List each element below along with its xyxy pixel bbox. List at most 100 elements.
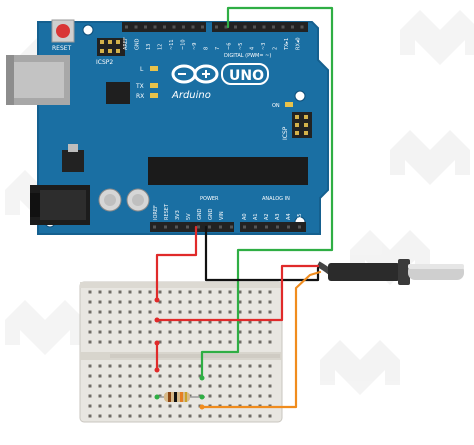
pin-label: 3V3: [175, 210, 181, 220]
pin-label: ~6: [227, 43, 233, 50]
breadboard-hole: [148, 330, 152, 334]
breadboard-hole: [238, 310, 242, 314]
header-pin: [298, 225, 301, 229]
breadboard-hole: [148, 300, 152, 304]
breadboard-hole: [98, 290, 102, 294]
breadboard-hole: [208, 330, 212, 334]
pin-label: RX◂0: [296, 37, 302, 50]
breadboard-hole: [218, 384, 222, 388]
breadboard-hole: [248, 290, 252, 294]
l-label: L: [140, 66, 144, 73]
breadboard-hole: [88, 374, 92, 378]
header-pin: [208, 225, 211, 229]
breadboard-hole: [158, 384, 162, 388]
wire-sensor-vcc-red: [155, 264, 320, 322]
resistor: [155, 392, 205, 402]
wire-endpoints: [154, 297, 205, 410]
breadboard-hole: [258, 374, 262, 378]
pin-label: A5: [297, 213, 303, 220]
breadboard-hole: [218, 340, 222, 344]
on-label: ON: [272, 103, 280, 109]
pin-label: A3: [275, 213, 281, 220]
pin-label: ~9: [192, 43, 198, 50]
breadboard-hole: [98, 300, 102, 304]
breadboard-hole: [98, 394, 102, 398]
power-header: [150, 222, 234, 232]
breadboard-hole: [258, 384, 262, 388]
breadboard-hole: [168, 364, 172, 368]
breadboard-hole: [258, 320, 262, 324]
breadboard-hole: [108, 364, 112, 368]
breadboard: [79, 281, 283, 423]
breadboard-hole: [158, 364, 162, 368]
breadboard-hole: [108, 320, 112, 324]
analog-label: ANALOG IN: [262, 196, 290, 202]
breadboard-hole: [228, 290, 232, 294]
pin-label: 2: [273, 47, 279, 50]
breadboard-hole: [88, 320, 92, 324]
pin-label: GND: [208, 208, 214, 220]
wire-gnd-black: [204, 225, 320, 282]
breadboard-hole: [208, 310, 212, 314]
breadboard-hole: [248, 340, 252, 344]
breadboard-hole: [238, 394, 242, 398]
header-pin: [224, 25, 228, 29]
breadboard-hole: [188, 374, 192, 378]
breadboard-hole: [178, 300, 182, 304]
breadboard-hole: [168, 330, 172, 334]
breadboard-hole: [108, 310, 112, 314]
breadboard-hole: [98, 404, 102, 408]
breadboard-hole: [218, 290, 222, 294]
header-pin: [172, 25, 176, 29]
breadboard-hole: [268, 394, 272, 398]
breadboard-hole: [118, 300, 122, 304]
model-text: UNO: [229, 68, 264, 84]
breadboard-hole: [228, 320, 232, 324]
header-pin: [291, 25, 294, 29]
breadboard-hole: [238, 374, 242, 378]
pin-label: RESET: [164, 203, 170, 220]
breadboard-hole: [238, 340, 242, 344]
breadboard-hole: [268, 384, 272, 388]
breadboard-hole: [88, 394, 92, 398]
breadboard-hole: [238, 290, 242, 294]
breadboard-hole: [188, 364, 192, 368]
breadboard-hole: [258, 310, 262, 314]
breadboard-hole: [188, 330, 192, 334]
arduino-uno-board: RESET ICSP2 L TX RX: [6, 19, 329, 235]
breadboard-hole: [158, 404, 162, 408]
pin-label: IOREF: [153, 205, 159, 220]
breadboard-hole: [238, 384, 242, 388]
breadboard-hole: [258, 300, 262, 304]
breadboard-hole: [228, 364, 232, 368]
breadboard-hole: [168, 374, 172, 378]
breadboard-hole: [168, 310, 172, 314]
breadboard-hole: [238, 330, 242, 334]
breadboard-hole: [218, 374, 222, 378]
power-label: POWER: [200, 196, 219, 202]
breadboard-hole: [88, 310, 92, 314]
breadboard-hole: [108, 384, 112, 388]
breadboard-hole: [148, 394, 152, 398]
breadboard-hole: [218, 330, 222, 334]
breadboard-hole: [148, 364, 152, 368]
header-pin: [276, 225, 279, 229]
pin-label: AREF: [123, 37, 129, 50]
breadboard-hole: [228, 340, 232, 344]
breadboard-hole: [98, 330, 102, 334]
breadboard-hole: [128, 290, 132, 294]
tx-label: TX: [135, 83, 144, 90]
header-pin: [163, 25, 166, 29]
reset-button[interactable]: [51, 19, 75, 43]
breadboard-hole: [198, 310, 202, 314]
digital-label: DIGITAL (PWM= ~): [224, 53, 271, 59]
breadboard-hole: [258, 414, 262, 418]
breadboard-hole: [188, 290, 192, 294]
breadboard-hole: [128, 364, 132, 368]
header-pin: [215, 25, 218, 29]
breadboard-hole: [218, 320, 222, 324]
breadboard-hole: [178, 340, 182, 344]
header-pin: [253, 25, 256, 29]
